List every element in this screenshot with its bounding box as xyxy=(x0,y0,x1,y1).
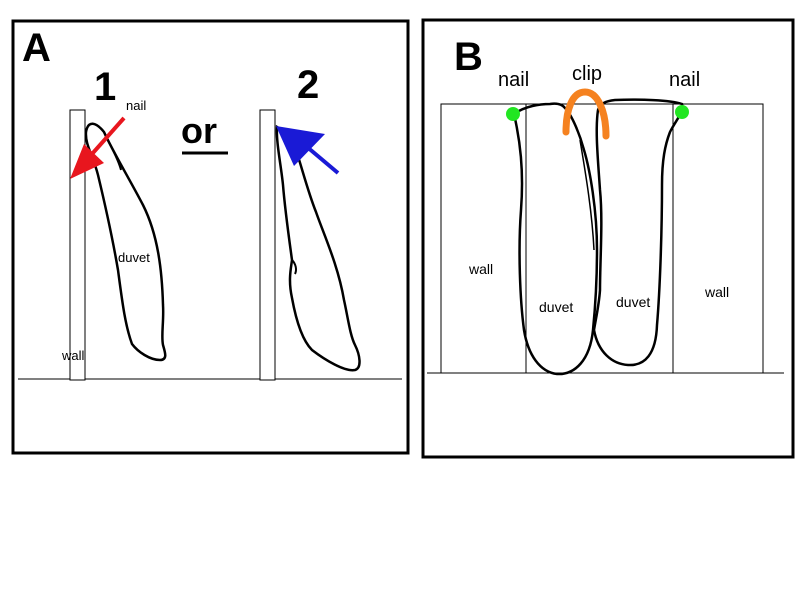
option-1-wall xyxy=(69,109,86,381)
duvet-inner-fold xyxy=(579,139,595,251)
option-2-number: 2 xyxy=(297,63,319,107)
panel-a: A 1 nail duvet wall or 2 xyxy=(11,19,410,455)
right-nail-icon xyxy=(675,105,689,119)
panel-a-frame xyxy=(11,19,410,455)
right-duvet-label: duvet xyxy=(616,294,650,310)
option-2-duvet-outline xyxy=(275,124,361,372)
clip-icon xyxy=(562,88,610,140)
option-1-nail-label: nail xyxy=(126,98,146,113)
left-nail-icon xyxy=(506,107,520,121)
left-duvet-label: duvet xyxy=(539,299,573,315)
option-2-blue-arrow xyxy=(276,126,340,175)
option-1-number: 1 xyxy=(94,65,116,109)
clip-label: clip xyxy=(572,63,602,85)
option-1-wall-label: wall xyxy=(61,348,85,363)
right-nail-label: nail xyxy=(669,69,700,91)
panel-b-frame xyxy=(421,18,795,459)
left-wall xyxy=(440,103,527,374)
duvet-outline-right xyxy=(592,98,684,367)
right-wall-label: wall xyxy=(704,284,729,300)
option-1-red-arrow xyxy=(70,116,126,179)
panel-a-letter: A xyxy=(22,26,51,70)
right-wall xyxy=(672,103,764,374)
panel-b-letter: B xyxy=(454,35,483,79)
left-wall-label: wall xyxy=(468,261,493,277)
option-2-duvet-fold xyxy=(291,259,297,275)
or-word: or xyxy=(181,110,217,151)
left-nail-label: nail xyxy=(498,69,529,91)
option-2-wall xyxy=(259,109,276,381)
option-1-duvet-fold xyxy=(103,131,122,171)
option-1-duvet-outline xyxy=(84,122,167,362)
panel-b: B nail clip nail wall duvet duvet wall xyxy=(421,18,795,459)
option-1-duvet-label: duvet xyxy=(118,250,150,265)
duvet-outline xyxy=(512,102,599,376)
